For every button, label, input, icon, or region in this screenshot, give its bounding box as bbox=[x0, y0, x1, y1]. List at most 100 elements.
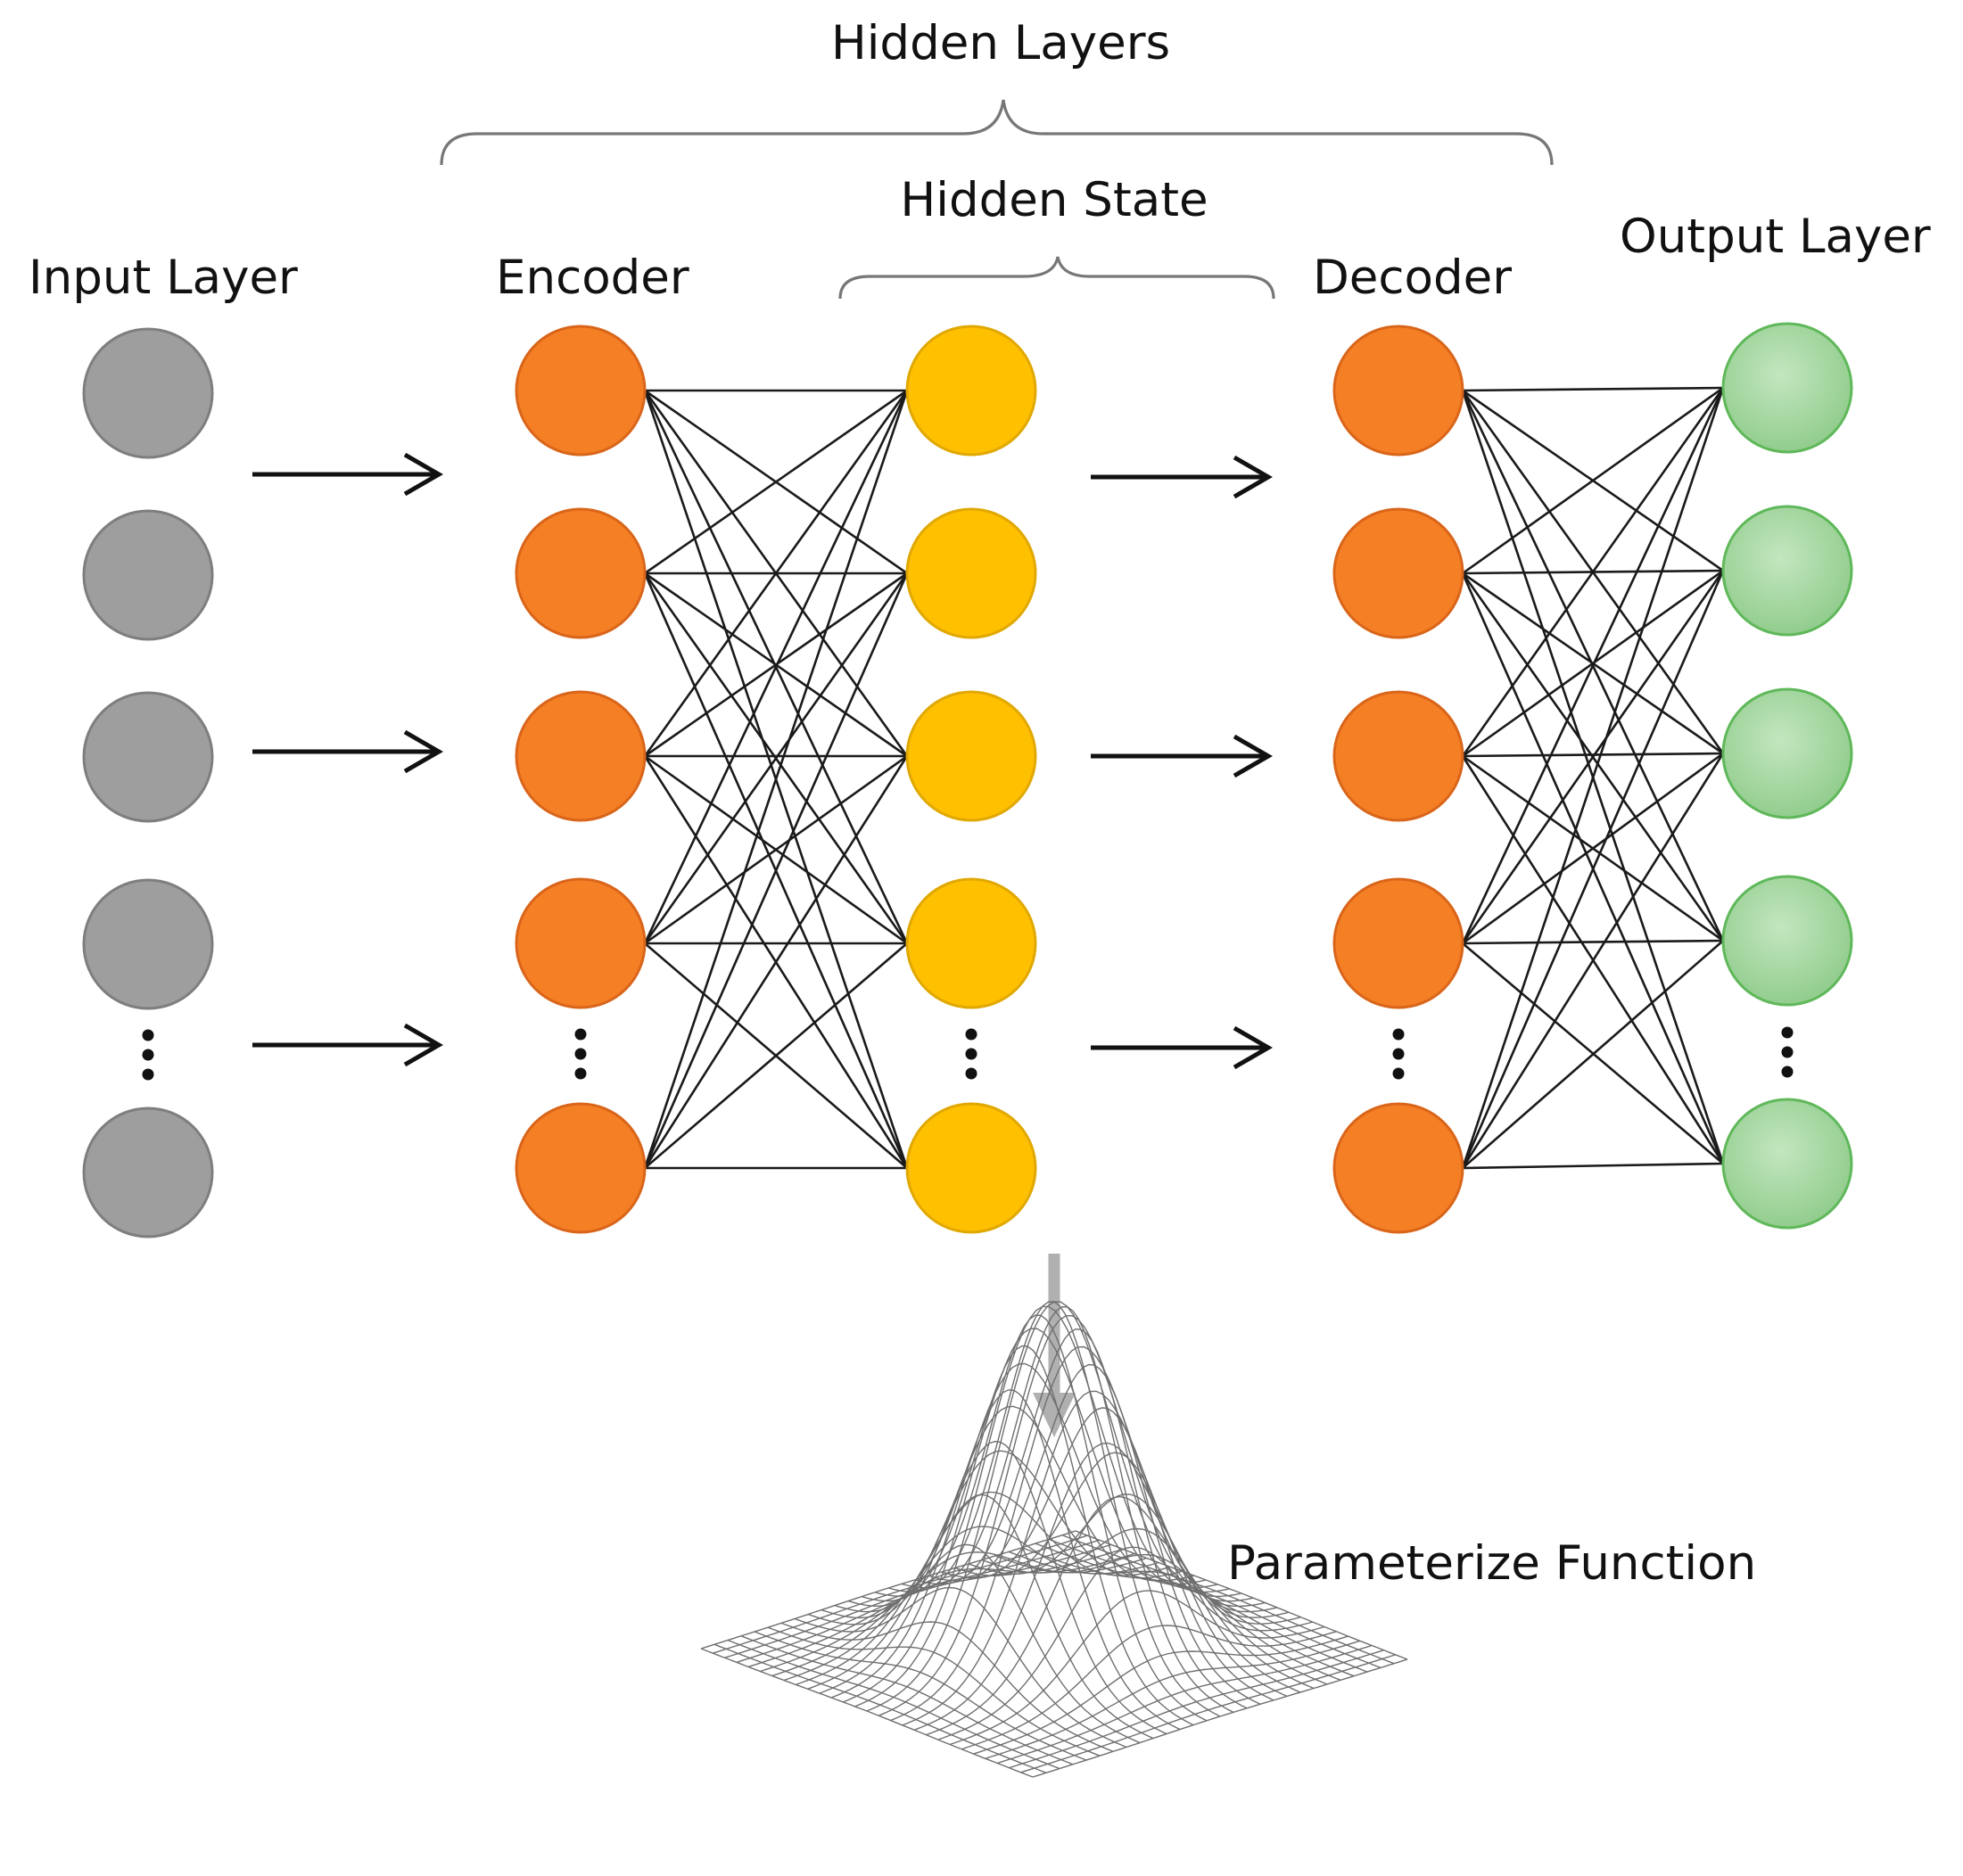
connection-edge bbox=[643, 390, 909, 757]
flow-arrows bbox=[252, 452, 1273, 1070]
connection-edge bbox=[1461, 753, 1725, 1169]
label-input-layer: Input Layer bbox=[29, 251, 298, 305]
ellipsis-dot bbox=[142, 1029, 154, 1041]
encoder-hidden-state-connections bbox=[643, 389, 909, 1170]
mesh-grid-line bbox=[1075, 1530, 1408, 1660]
encoder-node bbox=[515, 877, 647, 1009]
ellipsis-dot bbox=[142, 1068, 154, 1081]
mesh-grid-line bbox=[887, 1301, 1221, 1717]
ellipsis-dot bbox=[1392, 1067, 1405, 1080]
mesh-grid-line bbox=[973, 1635, 1349, 1755]
ellipsis-dot bbox=[142, 1049, 154, 1061]
connection-edge bbox=[1462, 1162, 1724, 1170]
ellipsis-dot bbox=[1781, 1066, 1794, 1078]
connection-edge bbox=[644, 389, 908, 575]
ellipsis-dots bbox=[1781, 1026, 1794, 1078]
hidden-state-node bbox=[905, 877, 1037, 1009]
mesh-grid-line bbox=[985, 1640, 1361, 1759]
mesh-grid-line bbox=[1020, 1654, 1396, 1773]
label-output-layer: Output Layer bbox=[1620, 210, 1931, 264]
ellipsis-dot bbox=[965, 1028, 977, 1041]
ellipsis-dots bbox=[574, 1028, 587, 1080]
mesh-grid-line bbox=[713, 1535, 1088, 1654]
output-node bbox=[1721, 1098, 1853, 1230]
ellipsis-dots bbox=[1392, 1028, 1405, 1080]
connection-edge bbox=[1461, 387, 1725, 1169]
encoder-nodes bbox=[515, 325, 647, 1234]
mesh-grid-line bbox=[954, 1452, 1288, 1698]
connection-edge bbox=[1461, 570, 1725, 1169]
connection-edge bbox=[1462, 386, 1724, 392]
output-node bbox=[1721, 875, 1853, 1007]
connection-edge bbox=[644, 942, 908, 1169]
connection-edge bbox=[1462, 940, 1724, 1169]
output-node bbox=[1721, 687, 1853, 819]
label-decoder: Decoder bbox=[1313, 251, 1512, 305]
ellipsis-dot bbox=[574, 1048, 587, 1060]
mesh-grid-line bbox=[913, 1442, 1290, 1731]
connection-edge bbox=[643, 390, 909, 1169]
mesh-grid-line bbox=[1048, 1538, 1382, 1669]
connection-edge bbox=[643, 755, 909, 1169]
input-layer-nodes bbox=[82, 327, 214, 1238]
hidden-layers-brace bbox=[440, 99, 1554, 166]
hidden-state-node bbox=[905, 507, 1037, 639]
encoder-node bbox=[515, 507, 647, 639]
ellipsis-dot bbox=[1392, 1028, 1405, 1041]
mesh-grid-line bbox=[901, 1305, 1234, 1714]
input-node bbox=[82, 878, 214, 1010]
mesh-grid-line bbox=[727, 1639, 1060, 1770]
decoder-node bbox=[1332, 507, 1464, 639]
mesh-grid-line bbox=[1009, 1650, 1384, 1769]
ellipsis-dot bbox=[574, 1067, 587, 1080]
ellipsis-dots bbox=[965, 1028, 977, 1080]
mesh-grid-line bbox=[1061, 1535, 1395, 1665]
decoder-node bbox=[1332, 690, 1464, 822]
input-node bbox=[82, 327, 214, 459]
mesh-grid-line bbox=[926, 1495, 1301, 1736]
decoder-node bbox=[1332, 325, 1464, 457]
mesh-grid-line bbox=[1032, 1658, 1408, 1778]
input-node bbox=[82, 691, 214, 823]
flow-arrow bbox=[1091, 734, 1273, 778]
mesh-grid-line bbox=[961, 1625, 1337, 1750]
flow-arrow bbox=[252, 729, 443, 774]
input-node bbox=[82, 1107, 214, 1238]
connection-edge bbox=[1462, 752, 1724, 758]
decoder-node bbox=[1332, 1102, 1464, 1234]
flow-arrow bbox=[252, 452, 443, 497]
connection-edge bbox=[643, 572, 909, 944]
connection-edge bbox=[643, 390, 909, 944]
flow-arrow bbox=[1091, 455, 1273, 499]
encoder-node bbox=[515, 1102, 647, 1234]
label-parameterize-function: Parameterize Function bbox=[1227, 1536, 1756, 1591]
connection-edge bbox=[643, 572, 909, 1169]
mesh-grid-line bbox=[700, 1530, 1076, 1650]
mesh-grid-line bbox=[996, 1644, 1373, 1765]
connection-edge bbox=[1462, 386, 1724, 575]
hidden-state-nodes bbox=[905, 325, 1037, 1234]
ellipsis-dot bbox=[1392, 1048, 1405, 1060]
decoder-node bbox=[1332, 877, 1464, 1009]
ellipsis-dot bbox=[574, 1028, 587, 1041]
hidden-state-node bbox=[905, 325, 1037, 457]
decoder-output-connections bbox=[1461, 386, 1725, 1170]
decoder-nodes bbox=[1332, 325, 1464, 1234]
ellipsis-dot bbox=[1781, 1046, 1794, 1058]
output-layer-nodes bbox=[1721, 322, 1853, 1230]
mesh-grid-line bbox=[994, 1553, 1328, 1685]
flow-arrow bbox=[252, 1023, 443, 1067]
encoder-node bbox=[515, 325, 647, 457]
flow-arrow bbox=[1091, 1025, 1273, 1070]
encoder-node bbox=[515, 690, 647, 822]
connection-edge bbox=[1461, 570, 1725, 944]
input-node bbox=[82, 509, 214, 641]
mesh-grid-line bbox=[878, 1315, 1254, 1716]
ellipsis-dot bbox=[1781, 1026, 1794, 1039]
hidden-state-node bbox=[905, 690, 1037, 822]
mesh-grid-line bbox=[796, 1491, 1171, 1686]
label-hidden-layers: Hidden Layers bbox=[831, 16, 1170, 70]
ellipsis-dot bbox=[965, 1067, 977, 1080]
mesh-grid-line bbox=[968, 1493, 1301, 1693]
